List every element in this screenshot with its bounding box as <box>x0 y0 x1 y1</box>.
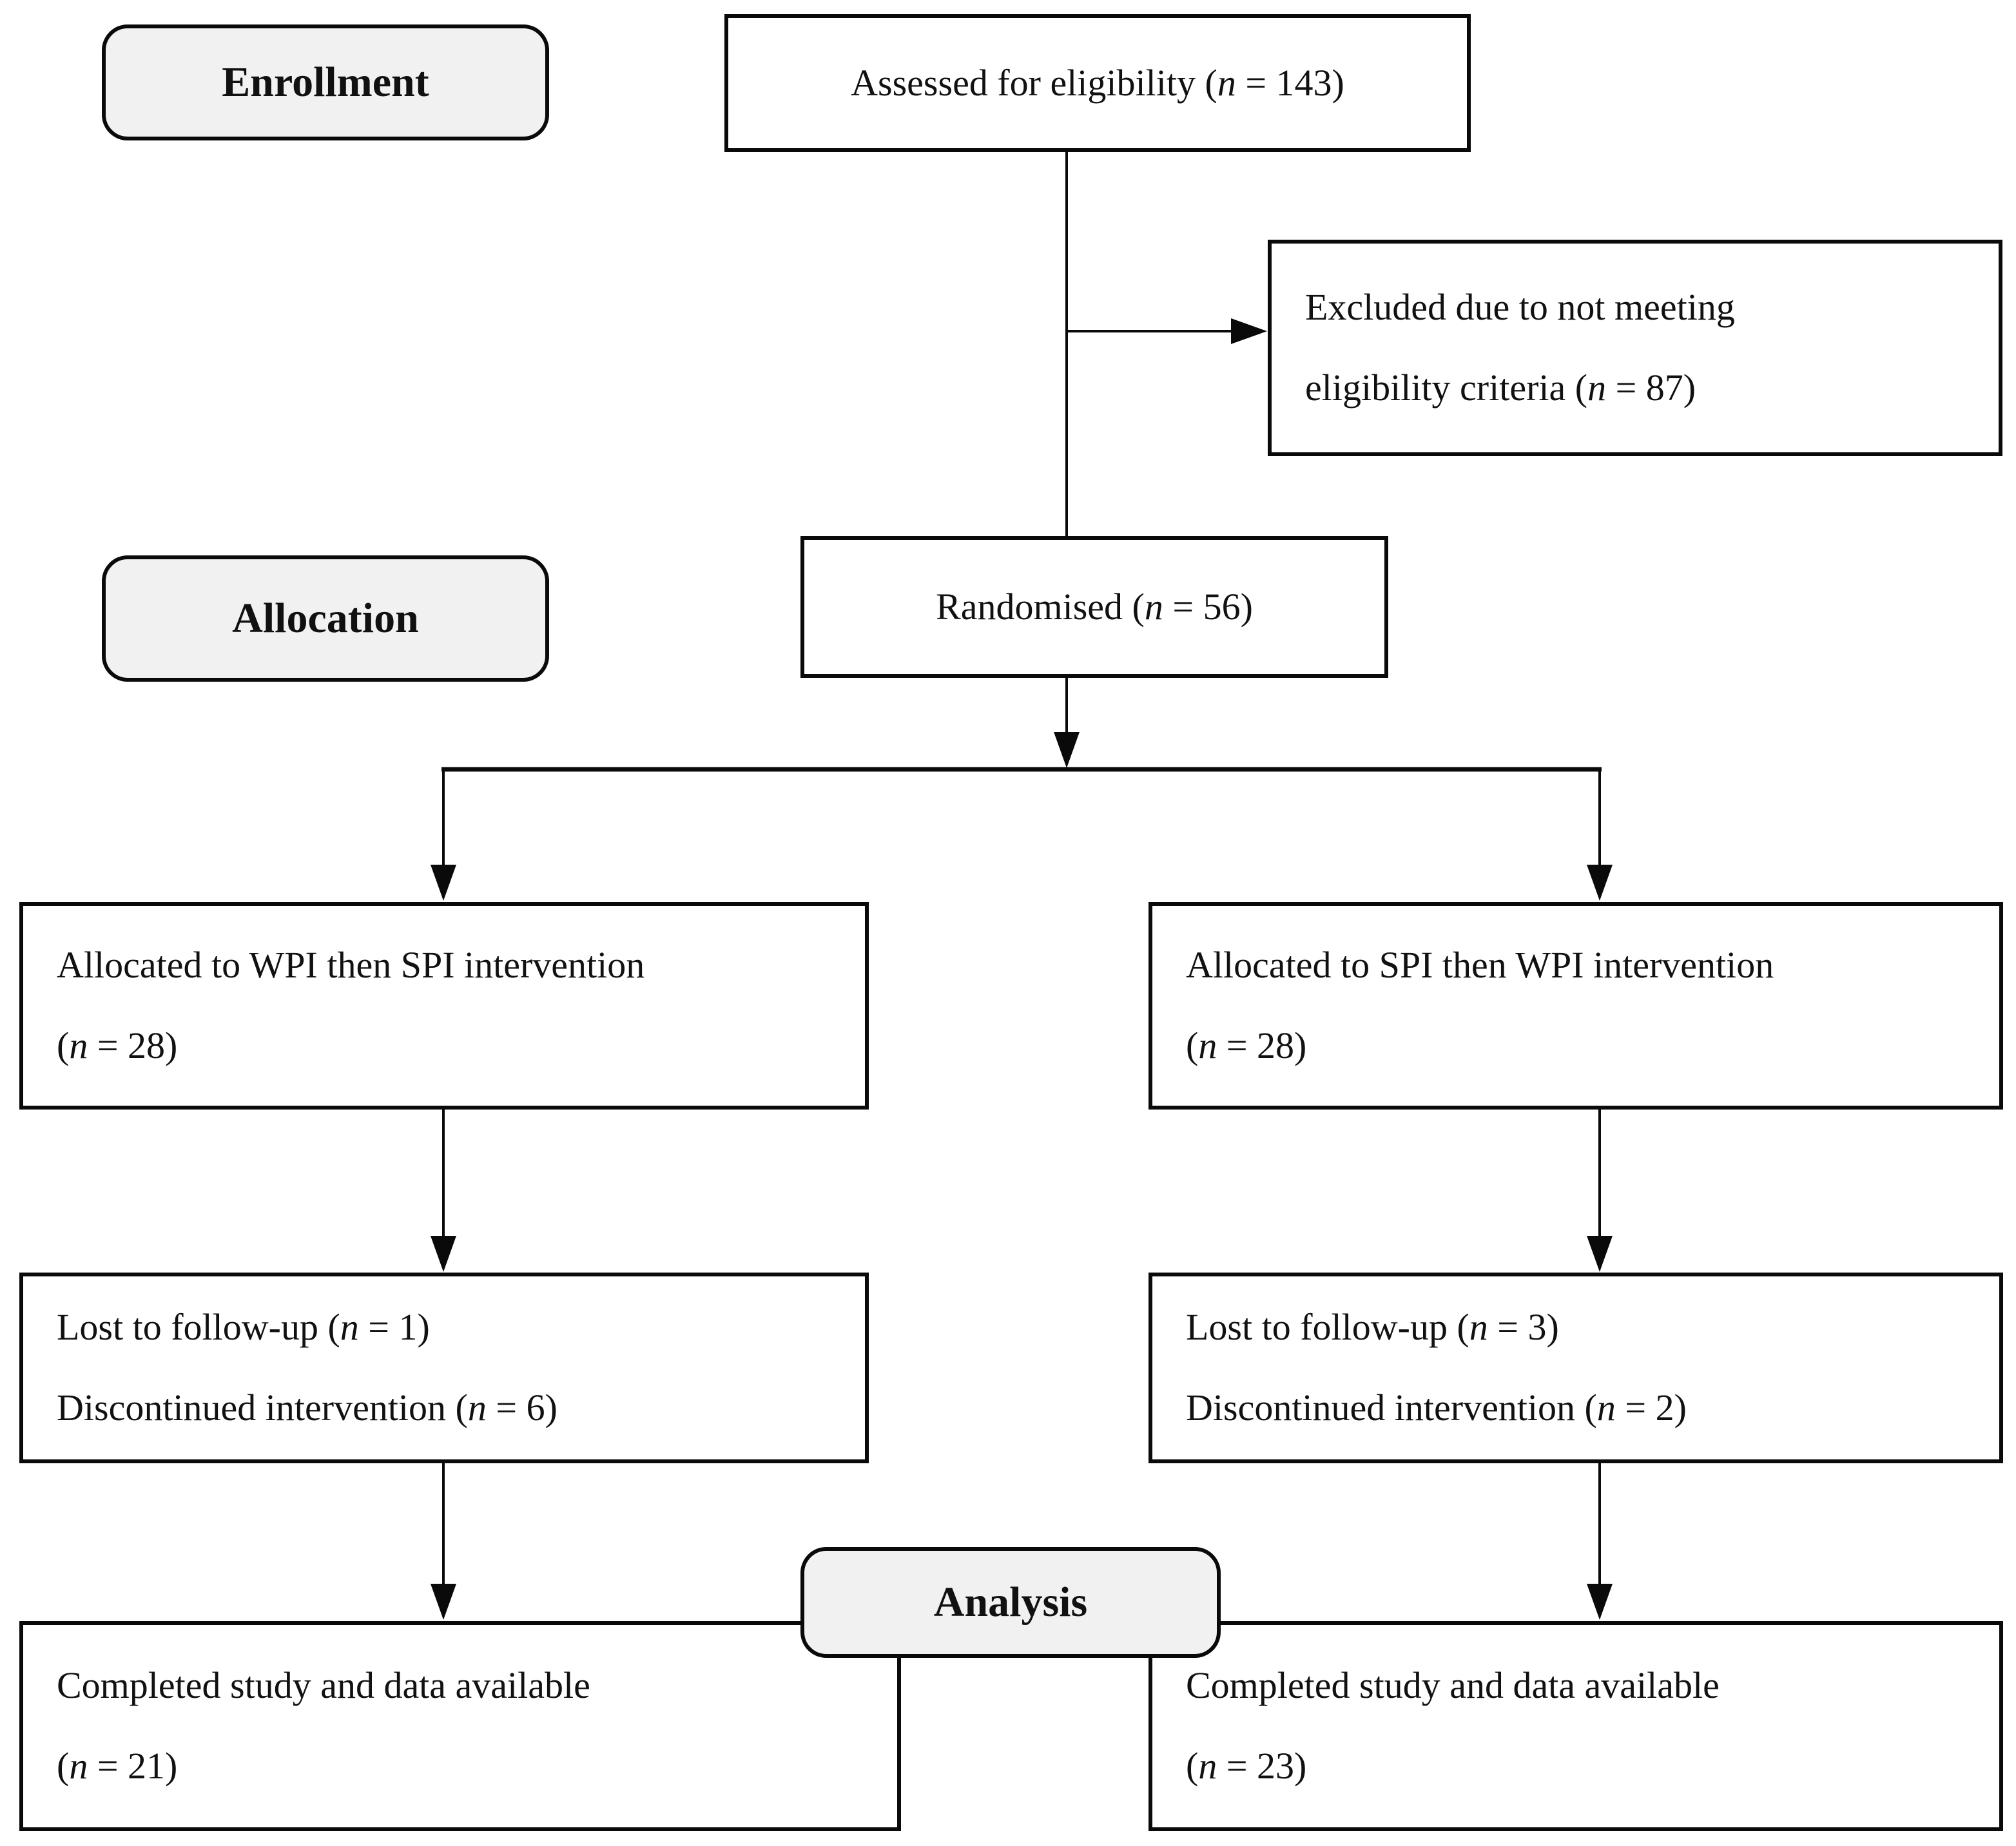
box-allocated-spi-wpi: Allocated to SPI then WPI intervention (… <box>1149 902 2003 1110</box>
box-text-line: Lost to follow-up (n = 1) <box>57 1306 430 1349</box>
box-text-line: Allocated to WPI then SPI intervention <box>57 944 645 986</box>
arrowhead-alloc-right <box>1587 865 1613 901</box>
box-text-line: Discontinued intervention (n = 2) <box>1186 1387 1687 1428</box>
stage-label: Enrollment <box>222 59 429 106</box>
arrowhead-completed-left <box>431 1584 456 1620</box>
stage-label: Allocation <box>232 595 419 642</box>
box-text-line: Lost to follow-up (n = 3) <box>1186 1306 1559 1349</box>
box-text-line: Excluded due to not meeting <box>1305 286 1735 329</box>
box-text-line: eligibility criteria (n = 87) <box>1305 367 1696 409</box>
arrowhead-alloc-left <box>431 865 456 901</box>
box-completed-left: Completed study and data available (n = … <box>19 1621 901 1831</box>
arrowhead-excluded <box>1231 318 1267 344</box>
box-text-line: (n = 23) <box>1186 1745 1307 1787</box>
box-randomised: Randomised (n = 56) <box>800 536 1388 678</box>
box-excluded: Excluded due to not meeting eligibility … <box>1268 240 2002 456</box>
box-completed-right: Completed study and data available (n = … <box>1149 1621 2003 1831</box>
box-text-line: Randomised (n = 56) <box>936 585 1253 628</box>
box-text-line: Allocated to SPI then WPI intervention <box>1186 944 1774 986</box>
stage-badge-allocation: Allocation <box>102 555 549 682</box>
box-assessed: Assessed for eligibility (n = 143) <box>724 14 1471 152</box>
box-text-line: (n = 28) <box>1186 1024 1307 1066</box>
box-text-line: Completed study and data available <box>57 1664 590 1707</box>
arrowhead-lost-right <box>1587 1236 1613 1272</box>
box-lost-left: Lost to follow-up (n = 1) Discontinued i… <box>19 1273 869 1463</box>
arrowhead-lost-left <box>431 1236 456 1272</box>
box-allocated-wpi-spi: Allocated to WPI then SPI intervention (… <box>19 902 869 1110</box>
box-text-line: Completed study and data available <box>1186 1664 1720 1707</box>
stage-badge-enrollment: Enrollment <box>102 24 549 140</box>
box-text-line: (n = 28) <box>57 1024 178 1066</box>
box-text-line: Assessed for eligibility (n = 143) <box>851 61 1344 104</box>
box-text-line: (n = 21) <box>57 1745 178 1787</box>
stage-label: Analysis <box>933 1579 1088 1626</box>
arrowhead-branch <box>1054 732 1080 768</box>
box-lost-right: Lost to follow-up (n = 3) Discontinued i… <box>1149 1273 2003 1463</box>
box-text-line: Discontinued intervention (n = 6) <box>57 1387 557 1428</box>
arrowhead-completed-right <box>1587 1584 1613 1620</box>
stage-badge-analysis: Analysis <box>800 1547 1221 1658</box>
